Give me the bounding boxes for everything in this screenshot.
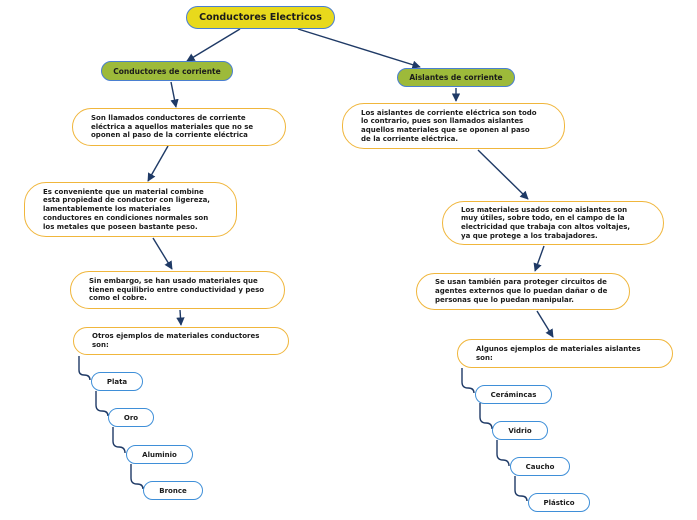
branch-conductores[interactable]: Conductores de corriente [101,61,233,81]
note-aislantes-2[interactable]: Los materiales usados como aislantes son… [442,201,664,245]
leaf-vidrio[interactable]: Vidrio [492,421,548,440]
branch-aislantes-label: Aislantes de corriente [409,73,503,82]
note-aislantes-3[interactable]: Se usan también para proteger circuitos … [416,273,630,310]
connector-right-4 [536,310,554,338]
connector-root-right [297,28,421,69]
bracket-right-3 [496,440,510,467]
note-conductores-3[interactable]: Sin embargo, se han usado materiales que… [70,271,285,309]
note-aislantes-4[interactable]: Algunos ejemplos de materiales aislantes… [457,339,673,368]
note-text: Otros ejemplos de materiales conductores… [92,332,260,349]
note-conductores-1[interactable]: Son llamados conductores de corriente el… [72,108,286,146]
leaf-label: Plástico [543,498,575,507]
bracket-left-1 [78,356,91,381]
leaf-label: Vidrio [508,426,532,435]
connector-left-4 [176,309,185,326]
connector-left-1 [170,81,179,108]
note-text: Los aislantes de corriente eléctrica son… [361,108,537,143]
leaf-ceramicas[interactable]: Cerámincas [475,385,552,404]
note-text: Se usan también para proteger circuitos … [435,278,608,304]
connector-right-2 [477,149,529,200]
note-conductores-2[interactable]: Es conveniente que un material combine e… [24,182,237,237]
leaf-label: Bronce [159,486,187,495]
leaf-label: Plata [106,377,128,386]
leaf-plata[interactable]: Plata [91,372,143,391]
bracket-left-3 [112,427,126,454]
root-label: Conductores Electricos [199,12,322,23]
note-text: Sin embargo, se han usado materiales que… [89,276,265,303]
bracket-right-4 [514,476,528,502]
leaf-caucho[interactable]: Caucho [510,457,570,476]
leaf-label: Cerámincas [490,390,537,399]
root-node[interactable]: Conductores Electricos [186,6,335,29]
leaf-oro[interactable]: Oro [108,408,154,427]
note-text: Algunos ejemplos de materiales aislantes… [476,344,641,362]
bracket-left-2 [95,391,109,417]
connector-right-3 [533,245,545,272]
bracket-right-2 [479,403,493,430]
branch-conductores-label: Conductores de corriente [113,66,221,76]
bracket-left-4 [130,464,144,490]
leaf-label: Oro [123,413,139,422]
leaf-plastico[interactable]: Plástico [528,493,590,512]
leaf-label: Caucho [525,462,555,471]
connector-root-left [186,28,241,62]
note-text: Es conveniente que un material combine e… [43,187,210,231]
leaf-label: Aluminio [142,450,177,459]
note-text: Los materiales usados como aislantes son… [461,205,631,240]
branch-aislantes[interactable]: Aislantes de corriente [397,68,515,87]
connector-left-2 [147,145,169,182]
note-text: Son llamados conductores de corriente el… [91,113,254,140]
leaf-bronce[interactable]: Bronce [143,481,203,500]
leaf-aluminio[interactable]: Aluminio [126,445,193,464]
note-conductores-4[interactable]: Otros ejemplos de materiales conductores… [73,327,289,355]
note-aislantes-1[interactable]: Los aislantes de corriente eléctrica son… [342,103,565,149]
connector-left-3 [152,237,173,270]
bracket-right-1 [461,368,475,394]
